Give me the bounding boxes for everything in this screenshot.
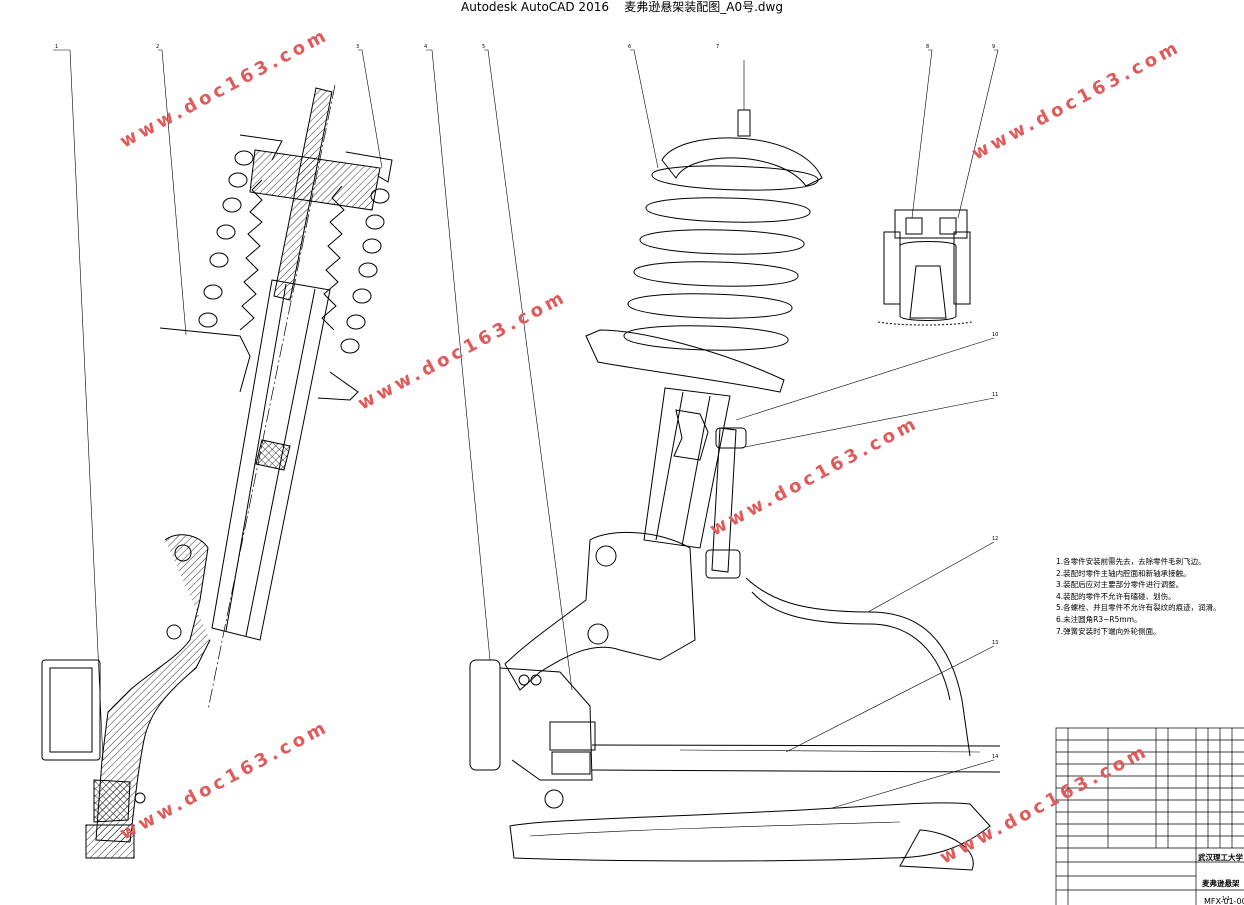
top-mount-detail-view: [877, 49, 999, 326]
balloon-number: 14: [992, 754, 998, 760]
left-strut-section-view: [41, 49, 393, 859]
watermark-text: www.doc163.com: [116, 24, 332, 152]
balloon-number: 6: [628, 44, 631, 50]
requirement-line: 3.装配后应对主要部分零件进行调整。: [1056, 580, 1184, 590]
balloon-number: 12: [992, 536, 998, 542]
watermark-text: www.doc163.com: [354, 286, 570, 414]
window-title-bar[interactable]: Autodesk AutoCAD 2016 麦弗逊悬架装配图_A0号.dwg: [0, 0, 1244, 16]
balloon-number: 7: [716, 44, 719, 50]
requirement-line: 2.装配时零件主轴内腔面和新轴承接触。: [1056, 568, 1191, 578]
spring-coils-left: [198, 150, 390, 354]
requirement-line: 5.各螺栓、并且零件不允许有裂纹的痕迹，润滑。: [1056, 603, 1221, 613]
balloon-number: 5: [482, 44, 485, 50]
balloon-number: 4: [424, 44, 427, 50]
watermark-text: www.doc163.com: [116, 716, 332, 844]
balloon-number: 9: [992, 44, 995, 50]
balloon-number: 10: [992, 332, 998, 338]
technical-requirements: 1.各零件安装前需先去，去除零件毛刺飞边。 2.装配时零件主轴内腔面和新轴承接触…: [1056, 556, 1242, 637]
requirement-line: 4.装配的零件不允许有磕碰、划伤。: [1056, 591, 1176, 601]
watermark-text: www.doc163.com: [968, 36, 1184, 164]
balloon-number: 11: [992, 392, 998, 398]
watermark-text: www.doc163.com: [706, 412, 922, 540]
balloon-numbers: 1 2 3 4 5 6 7 8 9 10 11 12 13 14: [55, 44, 998, 760]
requirement-line: 6.未注圆角R3~R5mm。: [1056, 614, 1142, 624]
app-name: Autodesk AutoCAD 2016: [461, 0, 609, 14]
center-strut-assembly-view: [426, 49, 1001, 871]
title-block-drawing-number: MFX-01-00: [1204, 897, 1244, 905]
requirement-line: 1.各零件安装前需先去，去除零件毛刺飞边。: [1056, 557, 1206, 566]
title-block-scale: 1:1: [1222, 896, 1230, 902]
file-name: 麦弗逊悬架装配图_A0号.dwg: [624, 0, 783, 14]
balloon-number: 2: [156, 44, 159, 50]
balloon-number: 3: [356, 44, 359, 50]
balloon-number: 13: [992, 640, 998, 646]
coil-spring: [623, 165, 819, 351]
balloon-number: 1: [55, 44, 58, 50]
requirement-line: 7.弹簧安装时下端向外轮侧面。: [1056, 626, 1161, 636]
parts-list-and-title-block: [1055, 727, 1244, 905]
title-block-school: 武汉理工大学: [1198, 852, 1243, 862]
balloon-number: 8: [926, 44, 929, 50]
title-block-drawing-name: 麦弗逊悬架: [1202, 878, 1240, 888]
